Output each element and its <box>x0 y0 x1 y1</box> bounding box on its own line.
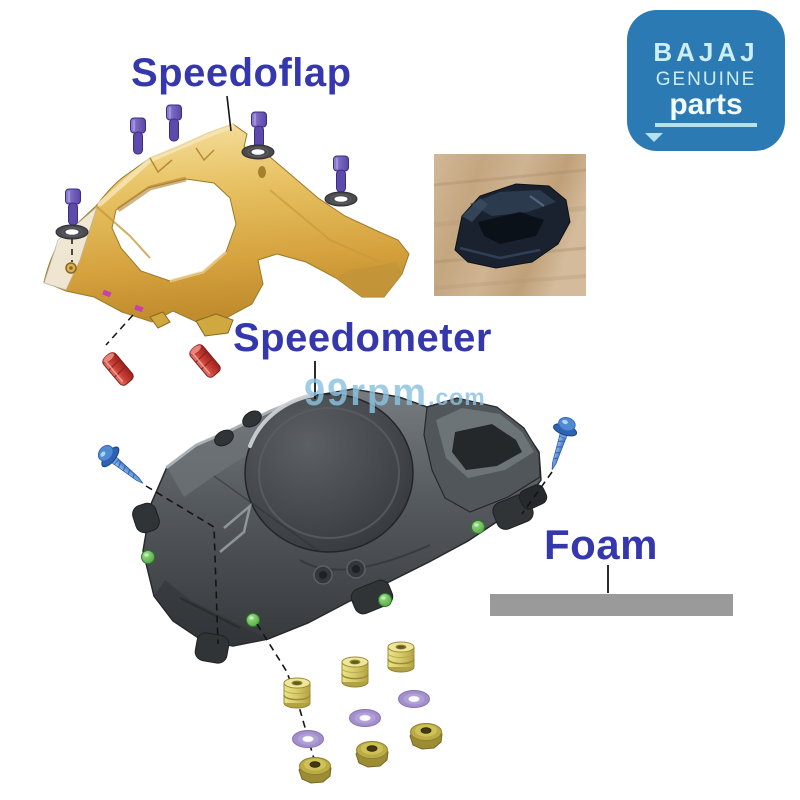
spacer-bush-3 <box>387 641 415 673</box>
spacer-bush-1 <box>283 677 311 709</box>
label-speedoflap: Speedoflap <box>131 51 352 95</box>
down-arrow-icon <box>645 133 663 142</box>
tapping-screw-left <box>92 439 152 494</box>
washer-3 <box>55 224 89 240</box>
foam-strip <box>490 594 733 616</box>
pink-clip-1 <box>102 289 112 298</box>
purple-washer-3 <box>398 690 430 708</box>
allen-screw-2 <box>165 103 183 143</box>
spacer-bush-2 <box>341 656 369 688</box>
speedometer-dial <box>244 393 414 553</box>
flange-nut-2 <box>355 741 389 768</box>
grommet-3 <box>378 593 392 607</box>
speedoflap-leader-line <box>226 95 232 132</box>
watermark: 99rpm.com <box>304 374 486 412</box>
washer-2 <box>324 191 358 207</box>
left-screw-dashed-line <box>145 485 219 645</box>
damper-dashed-line <box>105 314 134 346</box>
fastener-chain-dashed-line <box>256 623 317 767</box>
rubber-damper-2 <box>186 341 223 380</box>
purple-washer-1 <box>292 730 324 748</box>
allen-screw-5 <box>64 187 82 227</box>
grommet-4 <box>471 520 485 534</box>
grommet-1 <box>141 550 155 564</box>
speedometer-housing <box>132 388 548 664</box>
purple-washer-2 <box>349 709 381 727</box>
housing-bosses <box>313 559 366 585</box>
flange-nut-1 <box>298 757 332 784</box>
assembly-dashed-lines <box>145 361 609 767</box>
clip-photo <box>433 154 587 296</box>
tapping-screw-right <box>540 413 581 475</box>
allen-screw-4 <box>332 154 350 194</box>
leader-lines-top <box>71 95 232 346</box>
mounting-tabs <box>132 410 548 664</box>
rubber-damper-1 <box>99 349 136 388</box>
speedoflap-part <box>43 123 410 337</box>
washer-1 <box>241 144 275 160</box>
logo-parts-text: parts <box>655 90 757 127</box>
flange-nut-3 <box>409 723 443 750</box>
logo-brand-text: BAJAJ <box>653 37 759 67</box>
pink-clip-2 <box>134 304 144 313</box>
watermark-main: 99rpm <box>304 372 429 414</box>
allen-screw-1 <box>129 116 147 156</box>
label-speedometer: Speedometer <box>233 316 492 360</box>
label-foam: Foam <box>544 521 659 568</box>
watermark-suffix: .com <box>428 384 486 410</box>
allen-screw-3 <box>250 110 268 150</box>
retainer-clip <box>454 183 571 269</box>
logo-genuine-text: GENUINE <box>655 69 757 90</box>
right-screw-dashed-line <box>521 471 553 515</box>
bajaj-logo: BAJAJ GENUINE parts <box>627 10 785 151</box>
flap-foot <box>195 313 234 337</box>
